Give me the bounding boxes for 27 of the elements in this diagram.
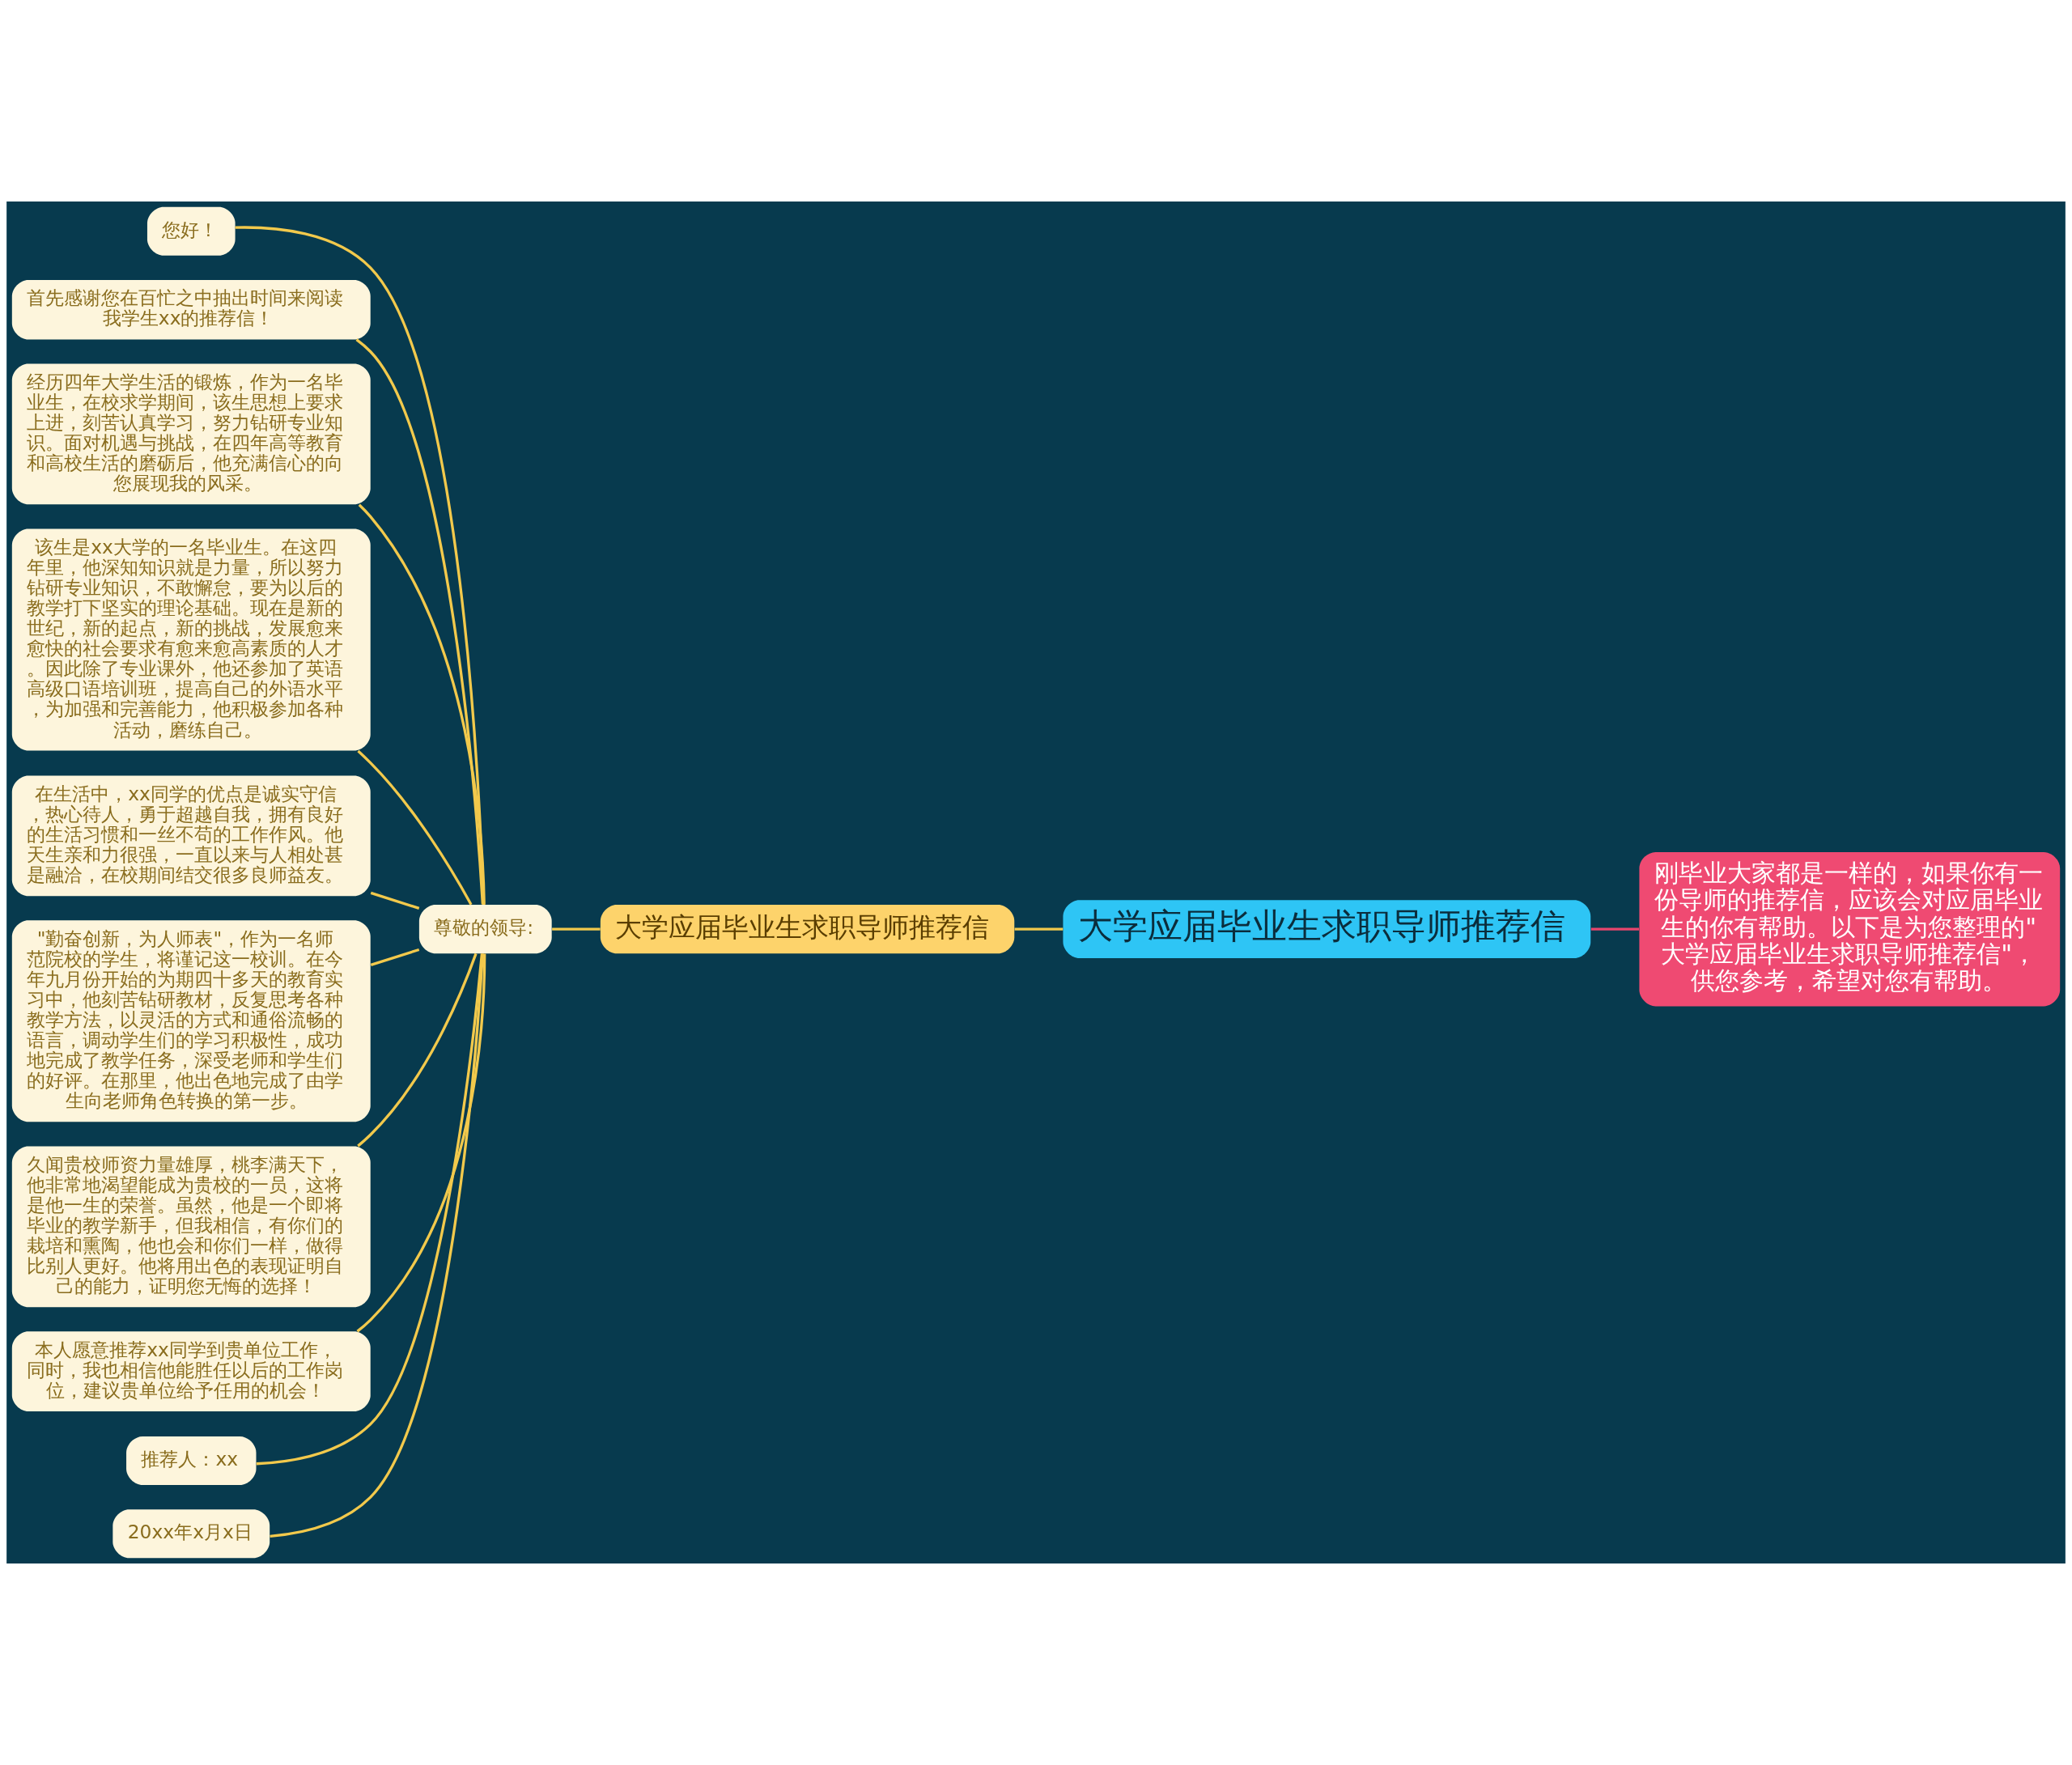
connector: [1590, 927, 1639, 931]
node-box: 首先感谢您在百忙之中抽出时间来阅读我学生xx的推荐信！: [11, 279, 371, 340]
node-box: 20xx年x月x日: [113, 1509, 270, 1559]
node-box: 大学应届毕业生求职导师推荐信: [600, 905, 1015, 954]
node-box: 该生是xx大学的一名毕业生。在这四年里，他深知知识就是力量，所以努力钻研专业知识，不敢懈怠，要为以后的教学打下坚实的理论基础。现在是新的世纪，新的起点，新的挑战，发展愈来愈快的社会要求有愈来愈高素质的人才。因此除了专业课外，他还参加了英语高级口语培训班，提高自己的外语水平，为加强和完善能力，他积极参加各种活动，磨练自己。: [11, 528, 371, 751]
connector: [358, 503, 486, 905]
node-box: 刚毕业大家都是一样的，如果你有一份导师的推荐信，应该会对应届毕业生的你有帮助。以下是为您整理的"大学应届毕业生求职导师推荐信"，供您参考，希望对您有帮助。: [1639, 851, 2061, 1007]
connector: [235, 226, 485, 906]
connector: [357, 953, 478, 1148]
node-box: 您好！: [146, 206, 236, 256]
node-box: 尊敬的领导:: [418, 905, 552, 954]
node-box: 大学应届毕业生求职导师推荐信: [1063, 900, 1591, 959]
node-box: 经历四年大学生活的锻炼，作为一名毕业生，在校求学期间，该生思想上要求上进，刻苦认真学习，努力钻研专业知识。面对机遇与挑战，在四年高等教育和高校生活的磨砺后，他充满信心的向您展现我的风采。: [11, 363, 371, 505]
connector: [256, 953, 484, 1466]
node-box: 推荐人：xx: [126, 1436, 257, 1486]
connector: [1014, 927, 1064, 931]
node-box: "勤奋创新，为人师表"，作为一名师范院校的学生，将谨记这一校训。在今年九月份开始的为期四十多天的教育实习中，他刻苦钻研教材，反复思考各种教学方法，以灵活的方式和通俗流畅的语言，调动学生们的学习积极性，成功地完成了教学任务，深受老师和学生们的好评。在那里，他出色地完成了由学生向老师角色转换的第一步。: [11, 920, 371, 1122]
connector: [357, 749, 473, 906]
node-box: 在生活中，xx同学的优点是诚实守信，热心待人，勇于超越自我，拥有良好的生活习惯和一丝不苟的工作作风。他天生亲和力很强，一直以来与人相处甚是融洽，在校期间结交很多良师益友。: [11, 775, 371, 897]
connector: [552, 927, 601, 931]
connector: [370, 948, 420, 966]
connector: [370, 891, 420, 910]
node-box: 本人愿意推荐xx同学到贵单位工作，同时，我也相信他能胜任以后的工作岗位，建议贵单位给予任用的机会！: [11, 1331, 371, 1411]
connector: [356, 953, 486, 1333]
connector: [270, 953, 485, 1538]
connector: [355, 338, 485, 905]
node-box: 久闻贵校师资力量雄厚，桃李满天下，他非常地渴望能成为贵校的一员，这将是他一生的荣誉。虽然，他是一个即将毕业的教学新手，但我相信，有你们的栽培和熏陶，他也会和你们一样，做得比别人更好。他将用出色的表现证明自己的能力，证明您无悔的选择！: [11, 1146, 371, 1308]
